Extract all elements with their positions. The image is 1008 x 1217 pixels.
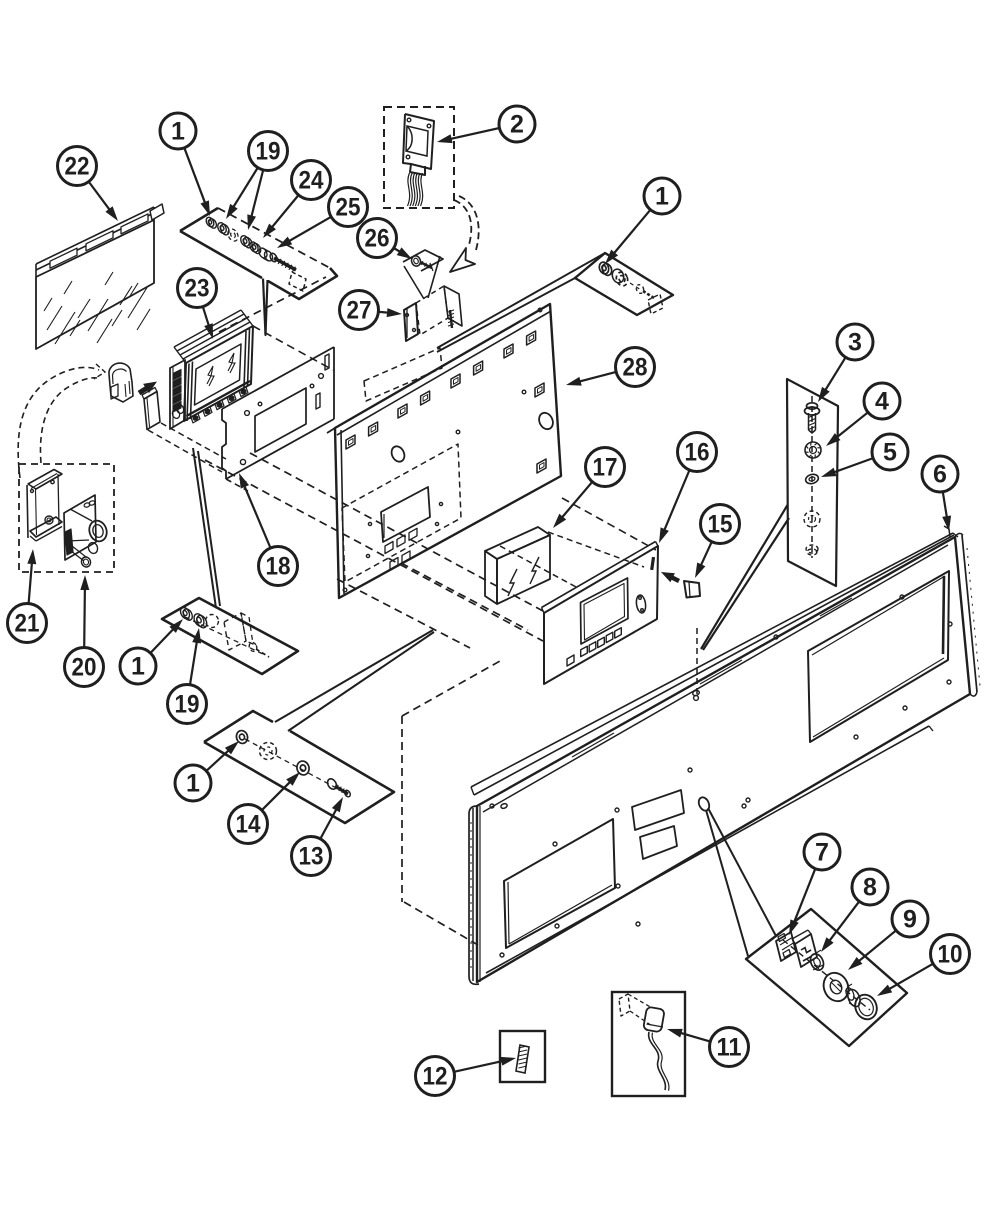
svg-text:17: 17: [593, 454, 618, 482]
svg-text:28: 28: [623, 354, 648, 382]
svg-text:1: 1: [171, 118, 185, 146]
svg-text:27: 27: [347, 297, 372, 325]
svg-text:3: 3: [848, 329, 862, 357]
svg-text:22: 22: [65, 153, 90, 181]
svg-text:1: 1: [131, 653, 145, 681]
svg-text:21: 21: [15, 610, 40, 638]
svg-text:15: 15: [708, 511, 733, 539]
svg-text:12: 12: [423, 1063, 448, 1091]
svg-text:9: 9: [903, 906, 917, 934]
svg-text:18: 18: [266, 553, 291, 581]
svg-text:11: 11: [717, 1034, 742, 1062]
svg-text:4: 4: [875, 388, 889, 416]
svg-text:23: 23: [185, 275, 210, 303]
svg-text:7: 7: [815, 839, 829, 867]
svg-text:26: 26: [365, 225, 390, 253]
svg-text:24: 24: [299, 167, 324, 195]
svg-text:8: 8: [863, 874, 877, 902]
svg-text:19: 19: [175, 691, 200, 719]
svg-text:1: 1: [655, 183, 669, 211]
svg-text:25: 25: [336, 194, 361, 222]
svg-text:16: 16: [685, 439, 710, 467]
svg-text:20: 20: [72, 654, 97, 682]
svg-text:10: 10: [938, 941, 963, 969]
svg-text:6: 6: [933, 461, 947, 489]
svg-text:2: 2: [510, 111, 524, 139]
svg-text:13: 13: [299, 843, 324, 871]
svg-text:1: 1: [186, 770, 200, 798]
svg-text:5: 5: [883, 439, 897, 467]
svg-text:19: 19: [256, 138, 281, 166]
svg-text:14: 14: [236, 811, 261, 839]
